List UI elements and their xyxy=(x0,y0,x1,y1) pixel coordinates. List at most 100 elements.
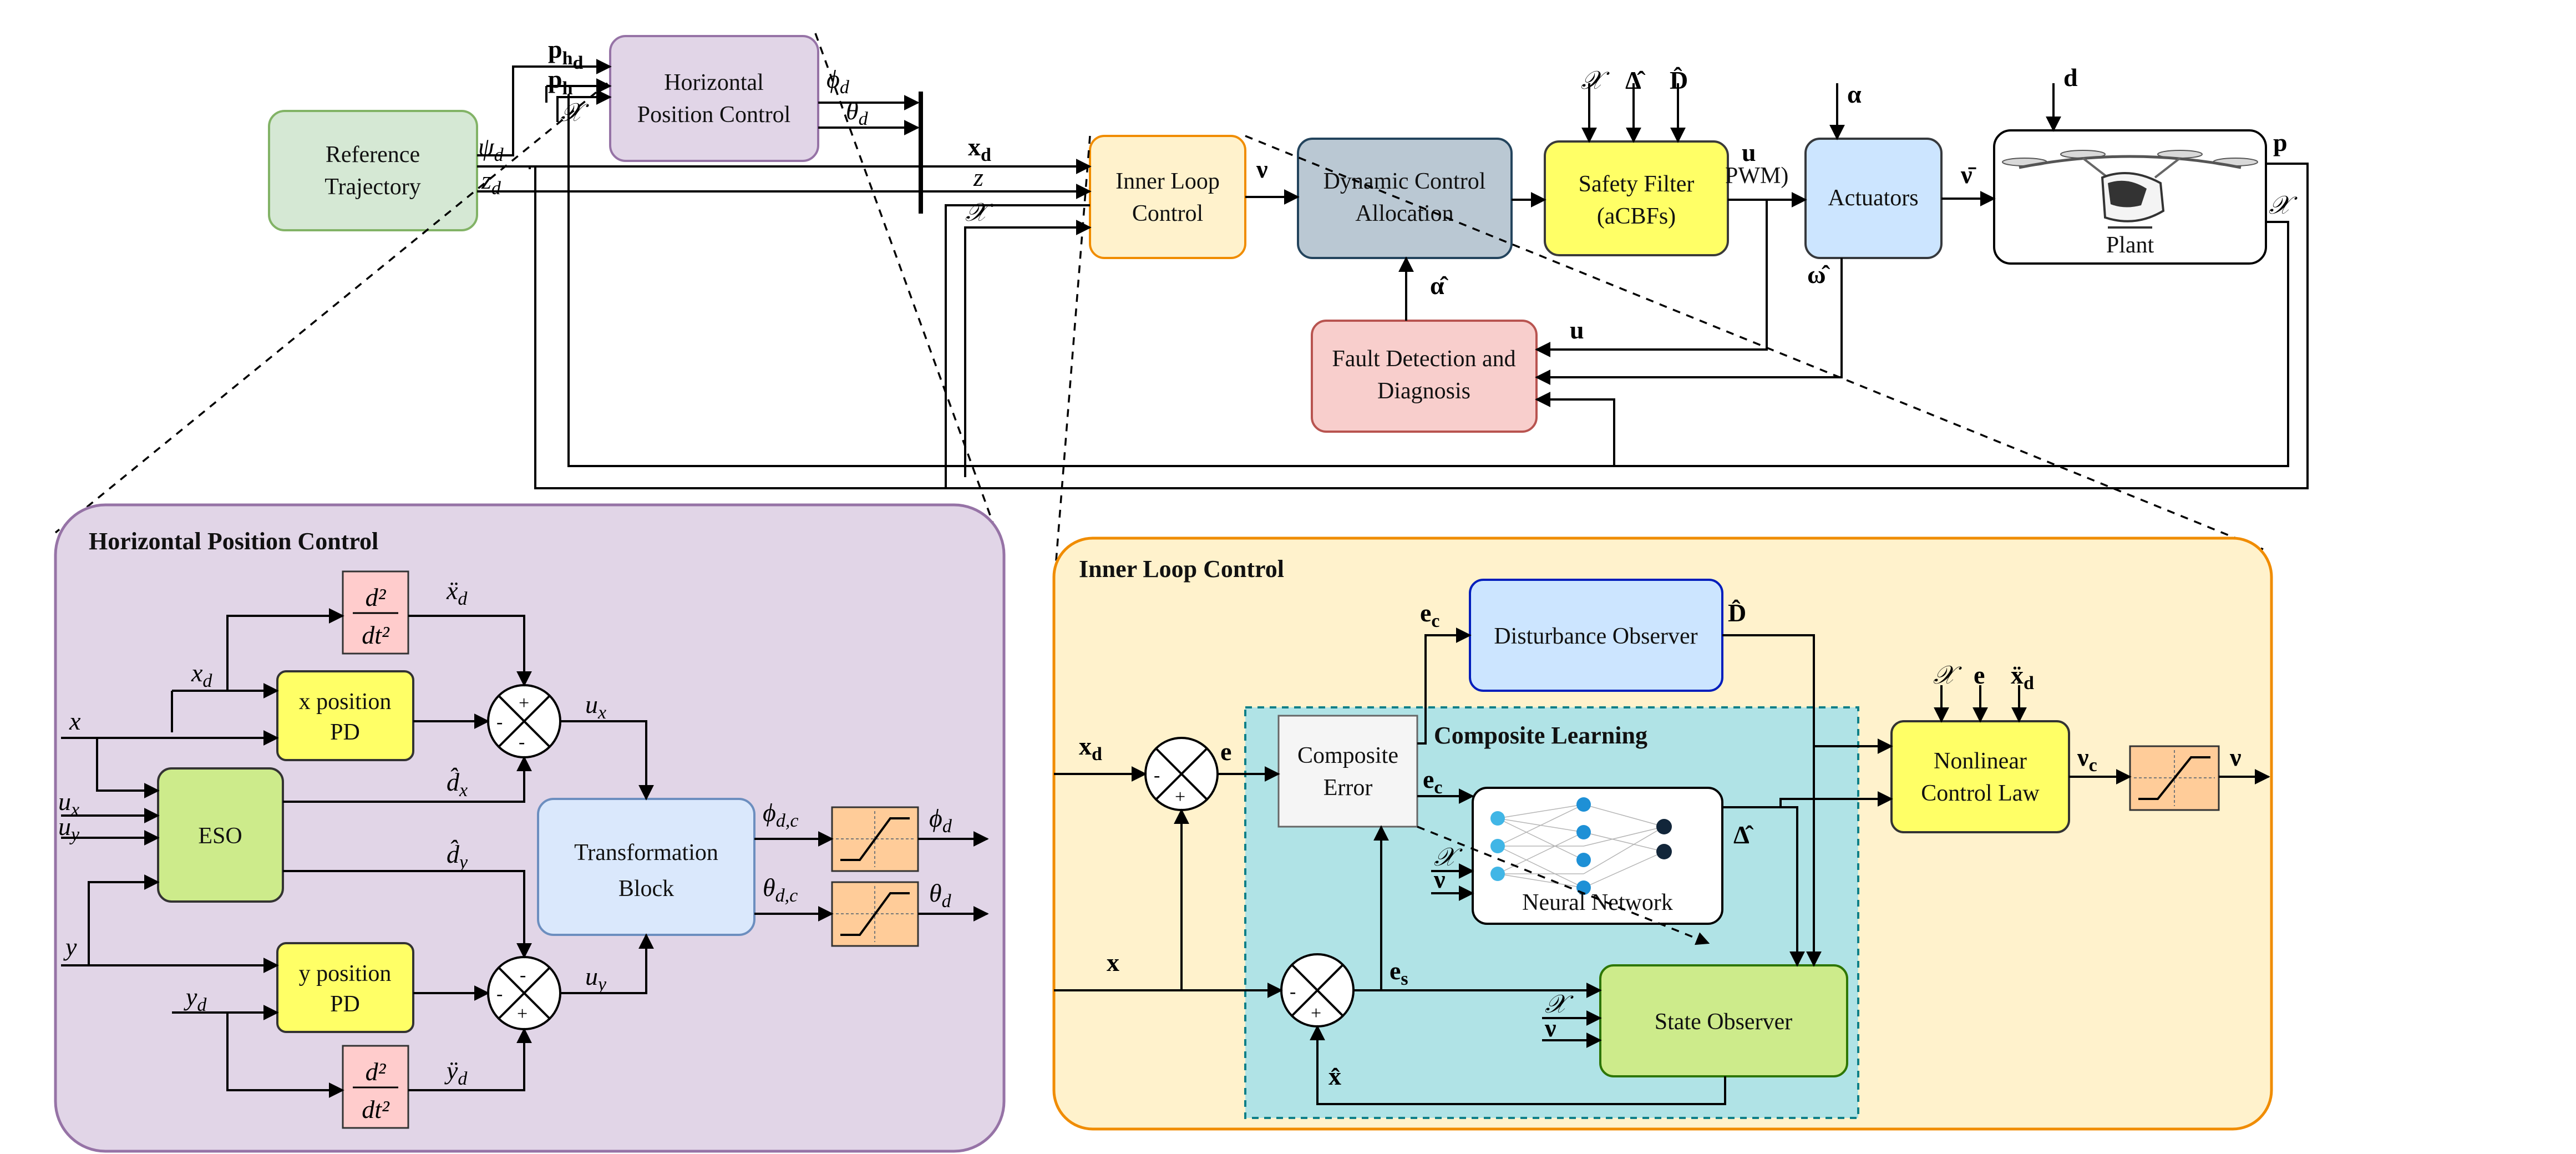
svg-text:+: + xyxy=(1311,1003,1321,1024)
zoom-hpc-right xyxy=(814,33,1000,539)
zd-label: zd xyxy=(481,166,501,199)
phid-label: ϕd xyxy=(826,65,850,98)
y-pd-label-1: y position xyxy=(299,961,392,986)
x-hpc-label: x xyxy=(69,707,81,735)
dca-label-1: Dynamic Control xyxy=(1324,169,1486,194)
svg-text:+: + xyxy=(519,693,529,713)
es-summing-junction: -+ xyxy=(1280,953,1355,1028)
zoom-hpc-left xyxy=(54,82,608,534)
transformation-block xyxy=(537,798,755,936)
phi-saturation-block xyxy=(831,806,919,872)
disturbance-label: Disturbance Observer xyxy=(1494,624,1697,649)
xd-hpc-label: xd xyxy=(191,659,212,691)
d2-num-top: d² xyxy=(366,583,387,611)
D-hat-label: D̂ xyxy=(1728,599,1746,627)
actuators-label: Actuators xyxy=(1828,185,1918,211)
zoom-ilc-right xyxy=(1245,135,2264,550)
es-label: es xyxy=(1390,956,1408,989)
neural-network-icon xyxy=(1490,797,1672,895)
e-label: e xyxy=(1220,737,1231,766)
multicopter-icon xyxy=(2002,150,2258,229)
svg-text:-: - xyxy=(496,712,503,732)
reference-label-1: Reference xyxy=(326,142,420,168)
ec-do-label: ec xyxy=(1420,599,1440,631)
fault-label-1: Fault Detection and xyxy=(1332,346,1515,372)
y-pd-label-2: PD xyxy=(330,991,360,1017)
safety-label-2: (aCBFs) xyxy=(1597,204,1676,229)
composite-error-label-1: Composite xyxy=(1297,743,1398,768)
d-label: d xyxy=(2063,63,2078,92)
nu-so-label: ν xyxy=(1544,1014,1556,1042)
thetad-hpc-label: θd xyxy=(929,879,952,912)
inner-label-1: Inner Loop xyxy=(1115,169,1220,194)
dy-hat-label: d̂y xyxy=(447,840,468,873)
chi-to-fdd-arrow xyxy=(1535,392,1615,466)
inner-label-2: Control xyxy=(1132,201,1203,226)
d2-num-bottom: d² xyxy=(366,1057,387,1086)
dynamic-control-allocation-block xyxy=(1297,138,1513,259)
uy-eso-label: uy xyxy=(58,812,80,845)
eso-label: ESO xyxy=(198,823,242,849)
delta-hat-safety-label: Δ̂ xyxy=(1625,66,1646,94)
chi-feedback-line xyxy=(567,94,2289,467)
nu-out-label: ν xyxy=(2229,743,2242,771)
horizontal-label-1: Horizontal xyxy=(664,70,764,95)
chi-plant-label: 𝒳 xyxy=(2269,191,2298,219)
u-feedback-arrow xyxy=(1535,200,1768,357)
nonlinear-label-1: Nonlinear xyxy=(1934,748,2027,774)
x-pd-label-1: x position xyxy=(299,689,392,715)
omega-feedback-arrow xyxy=(1535,258,1843,385)
x-pd-label-2: PD xyxy=(330,720,360,745)
svg-text:-: - xyxy=(520,965,526,985)
zoom-ilc-left xyxy=(1053,135,1091,589)
psid-label: ψd xyxy=(478,133,504,165)
hpc-detail-panel: Horizontal Position Control d² dt² x pos… xyxy=(54,503,1006,1153)
theta-saturation-block xyxy=(831,881,919,947)
phid-hpc-label: ϕd xyxy=(929,804,952,837)
xd-ilc-label: xd xyxy=(1079,732,1102,765)
state-observer-label: State Observer xyxy=(1655,1009,1792,1035)
horizontal-label-2: Position Control xyxy=(637,102,791,128)
e-summing-junction: -+ xyxy=(1144,737,1219,811)
e-nl-label: e xyxy=(1974,661,1985,689)
thetadc-label: θd,c xyxy=(763,873,798,906)
phidc-label: ϕd,c xyxy=(763,798,798,831)
top-diagram: Reference Trajectory Horizontal Position… xyxy=(54,33,2309,589)
x-position-pd-block xyxy=(276,670,414,761)
inner-loop-control-block xyxy=(1089,135,1246,259)
nu-saturation-block xyxy=(2129,745,2220,811)
y-summing-junction: --+ xyxy=(487,956,561,1030)
svg-text:-: - xyxy=(496,984,503,1004)
plant-label: Plant xyxy=(2106,232,2154,258)
xhat-label: x̂ xyxy=(1328,1062,1341,1090)
z-label: z xyxy=(973,163,983,191)
safety-label-1: Safety Filter xyxy=(1579,171,1695,197)
nonlinear-label-2: Control Law xyxy=(1921,781,2040,806)
pwm-label: PWM) xyxy=(1725,163,1788,189)
svg-text:+: + xyxy=(1175,787,1185,807)
composite-error-block xyxy=(1277,715,1418,828)
p-hd-label: phd xyxy=(548,35,584,73)
nubar-label: ν̄ xyxy=(1960,160,1977,189)
feedback-to-ilc-line xyxy=(945,204,1090,488)
dx-hat-label: d̂x xyxy=(447,768,468,801)
u-label: u xyxy=(1742,138,1756,166)
xdd-nl-label: ẍd xyxy=(2011,661,2034,694)
ilc-title: Inner Loop Control xyxy=(1079,555,1284,583)
fault-detection-block xyxy=(1311,320,1538,433)
ux-eso-label: ux xyxy=(58,787,79,820)
xd-label: xd xyxy=(968,133,991,165)
alpha-hat-label: α̂ xyxy=(1430,271,1449,300)
svg-text:-: - xyxy=(1154,765,1160,786)
y-hpc-label: y xyxy=(63,933,77,961)
neural-network-label: Neural Network xyxy=(1522,890,1673,915)
safety-filter-block xyxy=(1544,140,1729,256)
p-feedback-line xyxy=(534,163,2309,489)
chi-ilc-label: 𝒳 xyxy=(965,198,994,226)
x-summing-junction: +-- xyxy=(487,684,561,758)
alpha-label: α xyxy=(1847,80,1862,108)
yd-hpc-label: yd xyxy=(184,983,207,1015)
reference-label-2: Trajectory xyxy=(324,174,420,200)
composite-learning-label: Composite Learning xyxy=(1434,722,1647,749)
D-hat-safety-label: D̂ xyxy=(1670,66,1688,94)
